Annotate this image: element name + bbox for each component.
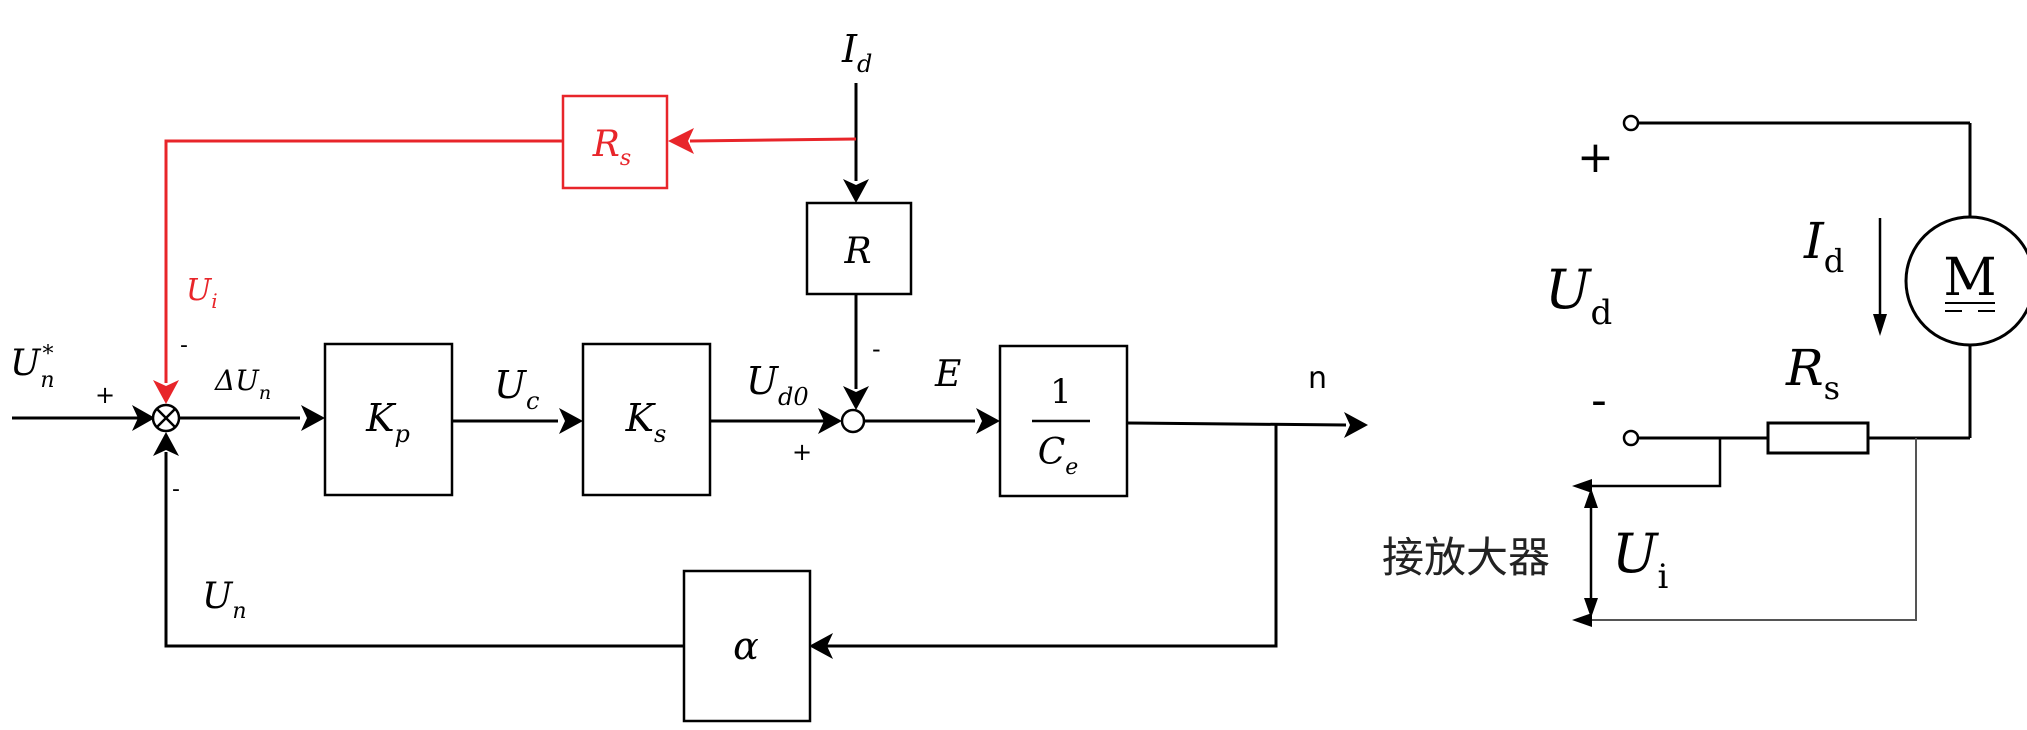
summing-junction-2 [840,408,866,434]
amplifier-note: 接放大器 [1382,533,1550,582]
sum2-minus-sign: - [872,335,881,363]
ui-signal-label: Ui [186,273,218,313]
voltage-label: Ud [1545,258,1612,333]
un-signal-label: Un [202,576,247,624]
negative-terminal [1622,429,1640,447]
alpha-block: α [682,569,812,723]
r-block: R [805,201,913,296]
armature-circuit: + M Id Ud - Rs Ui 接放大器 [1382,114,2027,627]
reference-input: Un* + [10,342,155,431]
plant-numerator: 1 [1050,372,1072,412]
resistor-symbol [1766,421,1870,455]
kp-label: Kp [365,396,410,448]
r-label: R [843,231,871,272]
motor-label: M [1943,248,1996,308]
output-n-label: n [1308,361,1327,396]
current-label: Id [1803,212,1844,280]
e-signal-label: E [934,354,961,395]
rs-label: Rs [592,124,631,171]
error-signal-label: ΔUn [214,364,271,404]
alpha-label: α [733,624,759,668]
sum1-speed-sign: - [172,477,180,502]
reference-label: Un* [10,342,55,393]
uc-signal-label: Uc [494,363,539,415]
disturbance-label: Id [841,27,872,78]
negative-sign: - [1591,375,1607,426]
positive-terminal [1622,114,1640,132]
ud0-signal-label: Ud0 [746,359,809,411]
feedback-voltage-label: Ui [1612,522,1669,597]
sum1-plus-sign: + [95,381,115,409]
ks-label: Ks [625,396,667,448]
speed-feedback-path [153,424,1278,659]
rs-block [561,94,669,190]
positive-sign: + [1577,132,1614,183]
plant-denominator: Ce [1038,432,1079,480]
kp-block: Kp [323,342,454,497]
summing-junction-1 [151,403,181,433]
current-feedback-path: Rs Ui [153,94,857,404]
ks-block: Ks [581,342,712,497]
sum2-plus-sign: + [792,438,812,466]
resistor-label: Rs [1785,339,1840,407]
sum1-current-sign: - [180,333,188,358]
plant-block: 1 Ce [998,344,1129,498]
